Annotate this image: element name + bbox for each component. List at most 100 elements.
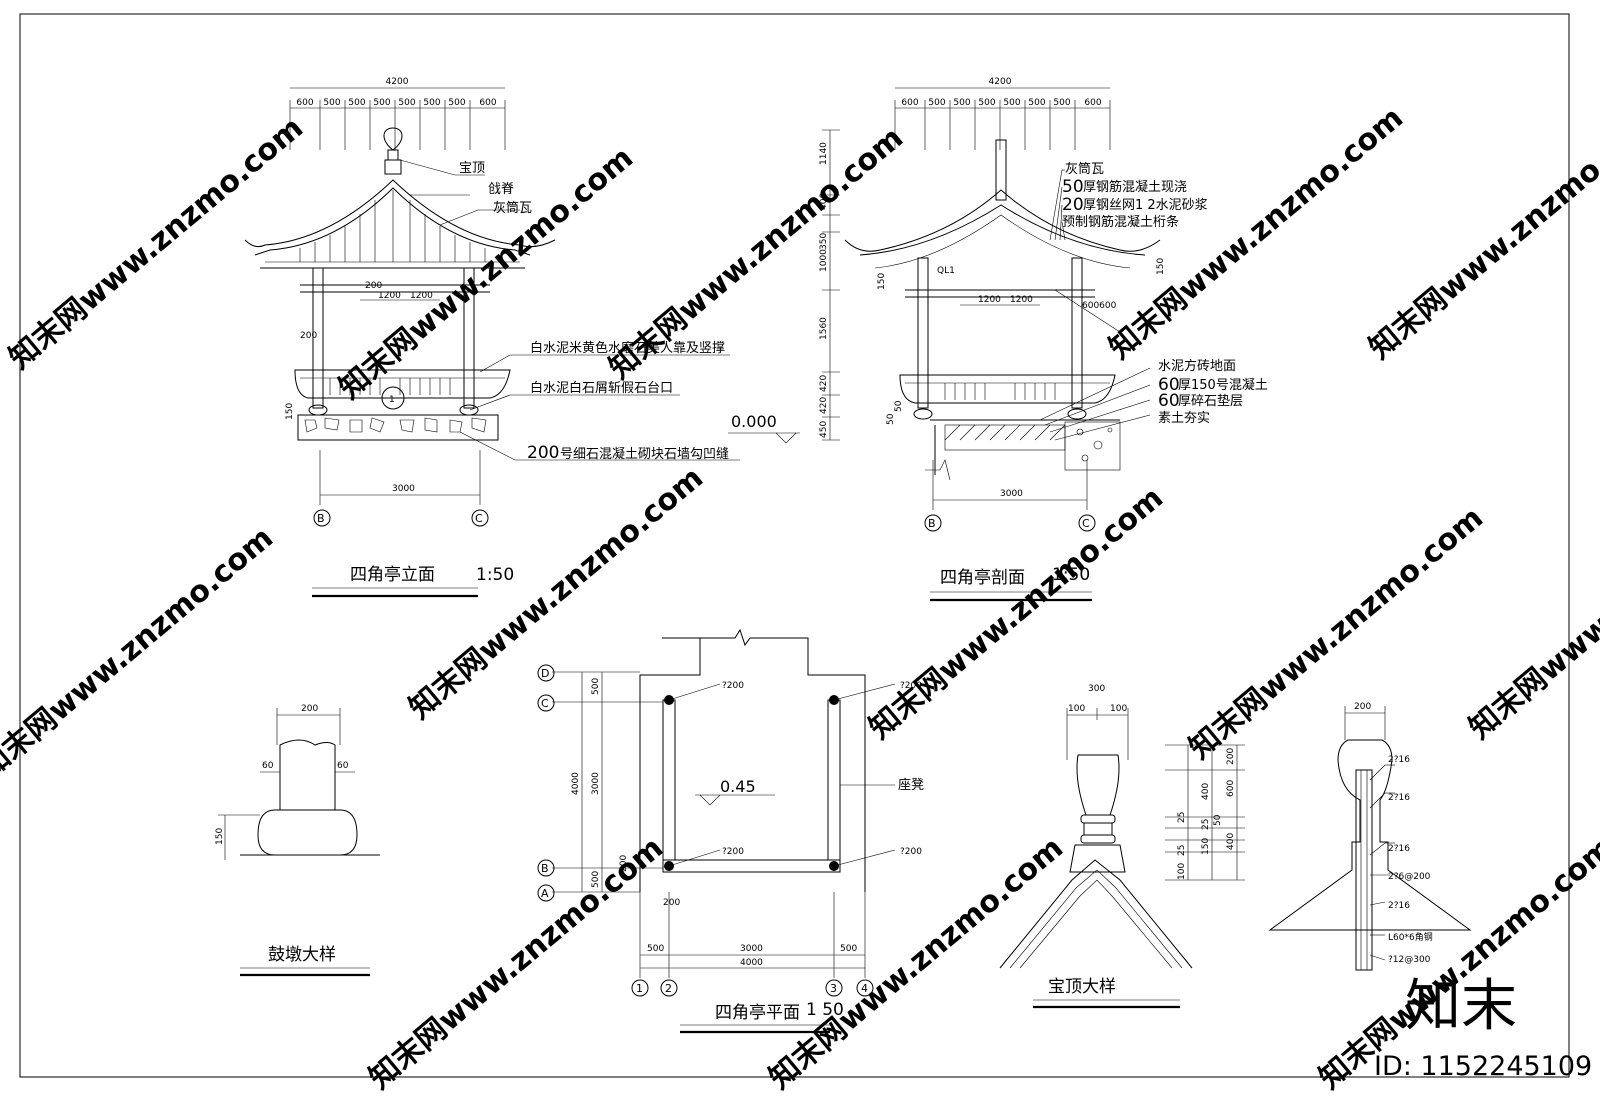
dim: 400	[819, 193, 829, 210]
watermark-text: 知末网www.znzmo.com	[1103, 100, 1410, 366]
axis-label: D	[541, 667, 549, 680]
brand-logo-watermark: 知末	[1405, 974, 1517, 1039]
dim: 500	[953, 98, 970, 108]
drawing-frame	[19, 13, 1570, 1078]
roof-note: 灰筒瓦	[1065, 161, 1104, 177]
floor-note: 水泥方砖地面	[1158, 358, 1236, 374]
dim: 420	[819, 375, 829, 392]
axis-bubble	[313, 509, 331, 527]
dim: 300	[1088, 684, 1105, 694]
finial-detail-view: 300 100 100 200 600 400 25 25 50	[999, 684, 1245, 1009]
dim: 1200	[1010, 295, 1033, 305]
dim: 150	[285, 403, 295, 420]
dim: 500	[978, 98, 995, 108]
beam-label: QL1	[937, 266, 955, 276]
axis-label: C	[475, 512, 483, 525]
dim: 600	[479, 98, 496, 108]
axis-bubble	[537, 694, 555, 712]
dim: 25	[1177, 812, 1187, 823]
dim: 4000	[740, 958, 763, 968]
label-plinth: 白水泥白石屑斩假石台口	[530, 380, 673, 396]
floor-note: 厚碎石垫层	[1178, 393, 1243, 409]
dim: 1200	[410, 291, 433, 301]
axis-label: 2	[665, 982, 672, 995]
label-wall-number: 200	[527, 443, 559, 463]
axis-bubble	[1078, 514, 1096, 532]
label-finial: 宝顶	[459, 161, 485, 176]
dim: 3000	[740, 944, 763, 954]
axis-bubble	[825, 979, 843, 997]
dim: 600	[901, 98, 918, 108]
axis-bubble	[631, 979, 649, 997]
dim: 60	[337, 761, 349, 771]
dim: 420	[819, 397, 829, 414]
dim: 400	[1226, 833, 1236, 850]
section-scale: 1:50	[1052, 565, 1090, 585]
dim: 500	[928, 98, 945, 108]
dim: 500	[448, 98, 465, 108]
dim: 500	[423, 98, 440, 108]
dim: 200	[663, 898, 680, 908]
dim: 1140	[819, 142, 829, 165]
watermark-text: 知末网www.znzmo.com	[3, 110, 310, 376]
label-wall: 号细石混凝土砌块石墙勾凹缝	[560, 446, 729, 462]
floor-note-number: 60	[1158, 375, 1180, 395]
dim: 500	[373, 98, 390, 108]
dim: 200	[1354, 702, 1371, 712]
drum-title: 鼓墩大样	[268, 945, 336, 965]
axis-bubble	[471, 509, 489, 527]
watermark-text: 知末网www.znzmo.com	[403, 460, 710, 726]
dim: 4000	[571, 772, 581, 795]
axis-bubble	[537, 884, 555, 902]
floor-note: 素土夯实	[1158, 411, 1210, 426]
label-tile: 灰筒瓦	[493, 200, 532, 216]
detail-mark: 1	[389, 395, 395, 405]
axis-label: 3	[830, 982, 837, 995]
column-label: ?200	[900, 847, 922, 857]
axis-label: 1	[636, 982, 643, 995]
dim: 600600	[1082, 301, 1117, 311]
dim: 1560	[819, 317, 829, 340]
watermark-text: 知末网www.znzmo.com	[1183, 500, 1490, 766]
section-view: 4200 600 500 500 500 500 500 500 600	[728, 77, 1268, 602]
dim: 500	[591, 678, 601, 695]
elevation-title: 四角亭立面	[350, 565, 435, 585]
dim: 50	[886, 413, 896, 425]
column-label: ?200	[722, 847, 744, 857]
dim: 500	[647, 944, 664, 954]
dim: 1200	[978, 295, 1001, 305]
dim: 150	[1201, 838, 1211, 855]
floor-note: 厚150号混凝土	[1178, 377, 1268, 393]
dim: 3000	[591, 772, 601, 795]
rebar-label: 2?16	[1388, 844, 1410, 854]
dim: 500	[323, 98, 340, 108]
dim: 50	[1213, 814, 1223, 826]
dim: 50	[894, 400, 904, 412]
roof-note: 厚钢筋混凝土现浇	[1083, 179, 1187, 195]
dim: 1000	[819, 249, 829, 272]
axis-bubble	[537, 664, 555, 682]
roof-note: 厚钢丝网1 2水泥砂浆	[1083, 198, 1208, 213]
dim: 500	[1028, 98, 1045, 108]
section-title: 四角亭剖面	[940, 568, 1025, 588]
seat-label: 座凳	[898, 777, 924, 793]
dim: 200	[1226, 748, 1236, 765]
label-seat: 白水泥米黄色水磨石美人靠及竖撑	[530, 340, 725, 356]
dim: 150	[215, 828, 225, 845]
watermark-layer: 知末网www.znzmo.com 知末网www.znzmo.com 知末网www…	[0, 100, 1600, 1096]
roof-note: 预制钢筋混凝土桁条	[1062, 214, 1179, 230]
rebar-label: 2?6@200	[1388, 872, 1431, 882]
elevation-scale: 1:50	[476, 565, 514, 585]
axis-label: 4	[861, 982, 868, 995]
dim: 600	[296, 98, 313, 108]
dim: 500	[1003, 98, 1020, 108]
axis-label: B	[317, 512, 325, 525]
watermark-text: 知末网www.znzmo.com	[333, 140, 640, 406]
dim: 1200	[378, 291, 401, 301]
plan-scale: 1 50	[806, 1000, 844, 1020]
floor-note-number: 60	[1158, 391, 1180, 411]
plan-title: 四角亭平面	[715, 1003, 800, 1023]
axis-label: A	[541, 887, 549, 900]
axis-bubble	[660, 979, 678, 997]
